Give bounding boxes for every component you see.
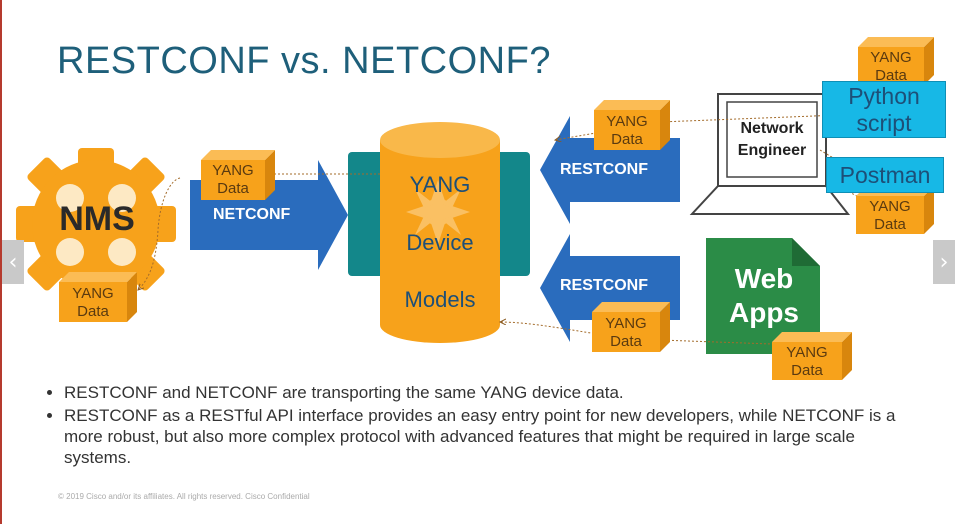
web-apps-line2: Apps (729, 297, 799, 328)
restconf-top-label: RESTCONF (560, 161, 648, 178)
yang-data-box-python (858, 37, 934, 85)
yang-data-box-webapps (772, 332, 852, 380)
next-slide-button[interactable]: › (933, 240, 955, 284)
yang-model-label-line3: Models (404, 287, 476, 312)
yang-data-box-nms-bottom (59, 272, 137, 322)
bullet-item: RESTCONF and NETCONF are transporting th… (64, 382, 900, 403)
python-script-box: Python script (822, 81, 946, 138)
yang-data-box-restconf-top (594, 100, 670, 150)
page-title: RESTCONF vs. NETCONF? (57, 40, 551, 82)
yang-model-label-line2: Device (406, 230, 474, 255)
web-apps-document-icon (706, 238, 820, 354)
netconf-label: NETCONF (213, 206, 291, 223)
yang-data-box-nms-top (201, 150, 275, 200)
copyright-footer: © 2019 Cisco and/or its affiliates. All … (58, 492, 310, 501)
yang-model-label-line1: YANG (409, 172, 471, 197)
postman-box: Postman (826, 157, 944, 193)
yang-data-box-restconf-bottom (592, 302, 670, 352)
laptop-icon (689, 93, 851, 215)
network-engineer-line1: Network (740, 120, 804, 137)
architecture-diagram (16, 37, 934, 380)
bullet-list: RESTCONF and NETCONF are transporting th… (40, 382, 900, 470)
network-engineer-label: Network Engineer (728, 118, 816, 162)
bullet-item: RESTCONF as a RESTful API interface prov… (64, 405, 900, 468)
yang-models-cylinder (380, 122, 500, 343)
left-accent-rule (0, 0, 2, 524)
web-apps-label: Web Apps (712, 262, 816, 330)
prev-slide-button[interactable]: ‹ (2, 240, 24, 284)
web-apps-line1: Web (734, 263, 794, 294)
python-script-line2: script (856, 110, 912, 136)
restconf-bottom-label: RESTCONF (560, 277, 648, 294)
nms-label: NMS (59, 200, 135, 238)
python-script-line1: Python (848, 83, 920, 109)
network-engineer-line2: Engineer (737, 142, 807, 159)
